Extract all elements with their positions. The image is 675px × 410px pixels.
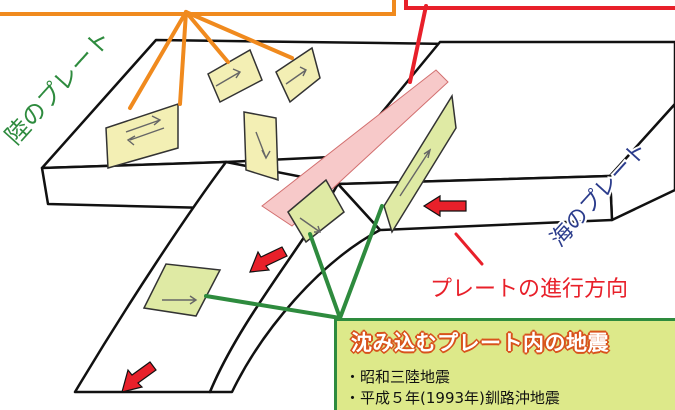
motion-arrow-3 [121, 361, 157, 393]
direction-leader [454, 232, 484, 266]
red-callout-box [404, 0, 675, 10]
slab-fault-planes [142, 93, 457, 317]
land-slip-arrows [125, 66, 307, 160]
fault-plane-2 [207, 48, 263, 104]
slab-earthquake-callout: 沈み込むプレート内の地震 昭和三陸地震 平成５年(1993年)釧路沖地震 [334, 318, 675, 410]
plate-interface-plane [261, 69, 449, 227]
plate-motion-arrows [121, 194, 467, 393]
slab-slip-arrows [162, 148, 432, 305]
slab-plane-3 [142, 263, 222, 317]
callout-title: 沈み込むプレート内の地震 [351, 331, 609, 355]
slab-plane-1 [287, 178, 345, 244]
green-leaders [204, 204, 384, 320]
callout-item: 平成５年(1993年)釧路沖地震 [345, 388, 560, 409]
motion-arrow-2 [249, 246, 288, 273]
orange-leaders [128, 10, 294, 110]
motion-arrow-1 [422, 194, 467, 218]
callout-item: 昭和三陸地震 [345, 367, 560, 388]
direction-label: プレートの進行方向 [430, 277, 628, 302]
callout-list: 昭和三陸地震 平成５年(1993年)釧路沖地震 [345, 367, 560, 409]
red-leader [408, 4, 428, 84]
orange-callout-box [0, 0, 396, 16]
slab-plane-2 [383, 93, 457, 234]
